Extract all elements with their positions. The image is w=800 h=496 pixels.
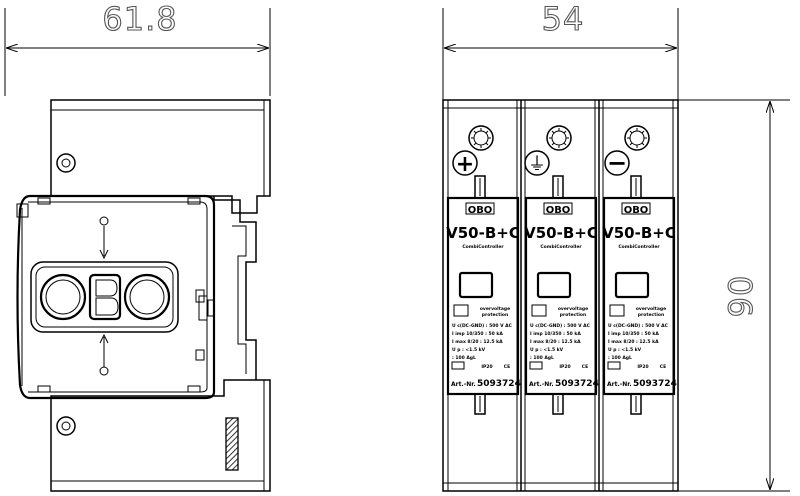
footer-left: IP20 [481,364,492,370]
spec-line: I imp 10/350 : 50 kA [530,331,581,337]
spec-line: U c(DC-GND) : 500 V AC [530,323,591,329]
footer-left: IP20 [637,364,648,370]
status-window [614,271,650,299]
module-model: V50-B+C [446,224,520,242]
svg-text:⏚: ⏚ [528,154,546,175]
ground-icon: ⏚ [524,150,550,176]
module-brand: OBO [624,205,649,216]
dimension-height: 90 [678,99,790,492]
front-view: + OBO V50-B+C CombiController overvoltag… [442,99,679,492]
module-model: V50-B+C [602,224,676,242]
dimension-middle-width-label: 54 [542,0,585,38]
footer-right: CE [660,364,666,370]
spec-line: I max 8/20 : 12.5 kA [452,339,503,345]
spec-line: : 100 AgL [530,355,554,361]
art-label: Art.-Nr. [529,381,554,388]
spec-line: U c(DC-GND) : 500 V AC [608,323,669,329]
footer-left: IP20 [559,364,570,370]
module-subtitle: CombiController [618,244,660,250]
module-minus: − OBO V50-B+C CombiController overvoltag… [602,125,677,415]
spec-line: U p : <1.5 kV [530,347,564,353]
footer-right: CE [582,364,588,370]
obo-logo [30,261,179,333]
svg-text:−: − [607,149,627,177]
dimension-left-width-label: 61.8 [102,0,177,38]
spec-header-b: protection [638,312,664,318]
art-number: 5093724 [555,379,599,389]
dimension-middle-width: 54 [442,0,679,100]
spec-line: I max 8/20 : 12.5 kA [608,339,659,345]
insert-arrow-up-icon [99,216,109,260]
spec-line: U c(DC-GND) : 500 V AC [452,323,513,329]
module-subtitle: CombiController [462,244,504,250]
status-window [458,271,494,299]
status-window [536,271,572,299]
module-brand: OBO [546,205,571,216]
module-plus: + OBO V50-B+C CombiController overvoltag… [446,125,521,415]
terminal-screw-top [624,125,650,151]
side-screw-top [56,153,76,173]
terminal-screw-top [546,125,572,151]
minus-icon: − [604,149,630,177]
spec-line: I max 8/20 : 12.5 kA [530,339,581,345]
art-label: Art.-Nr. [607,381,632,388]
spec-line: U p : <1.5 kV [452,347,486,353]
spec-header-a: overvoltage [558,306,588,312]
dimension-left-width: 61.8 [4,0,271,96]
spec-line: I imp 10/350 : 50 kA [608,331,659,337]
footer-right: CE [504,364,510,370]
spec-line: I imp 10/350 : 50 kA [452,331,503,337]
plus-icon: + [452,150,478,177]
art-label: Art.-Nr. [451,381,476,388]
art-number: 5093724 [477,379,521,389]
spec-header-b: protection [560,312,586,318]
module-brand: OBO [468,205,493,216]
module-ground: ⏚ OBO V50-B+C CombiController overvoltag… [524,125,599,415]
terminal-screw-top [468,125,494,151]
tab-icon [16,203,29,218]
spec-header-b: protection [482,312,508,318]
spec-line: : 100 AgL [452,355,476,361]
side-view [16,99,271,492]
spec-line: : 100 AgL [608,355,632,361]
art-number: 5093724 [633,379,677,389]
dimension-height-label: 90 [722,275,760,318]
spec-header-a: overvoltage [636,306,666,312]
spec-header-a: overvoltage [480,306,510,312]
spec-line: U p : <1.5 kV [608,347,642,353]
insert-arrow-down-icon [99,333,109,376]
hatched-label [225,417,239,471]
module-model: V50-B+C [524,224,598,242]
side-screw-bottom [56,416,76,436]
svg-text:+: + [456,152,474,177]
module-subtitle: CombiController [540,244,582,250]
